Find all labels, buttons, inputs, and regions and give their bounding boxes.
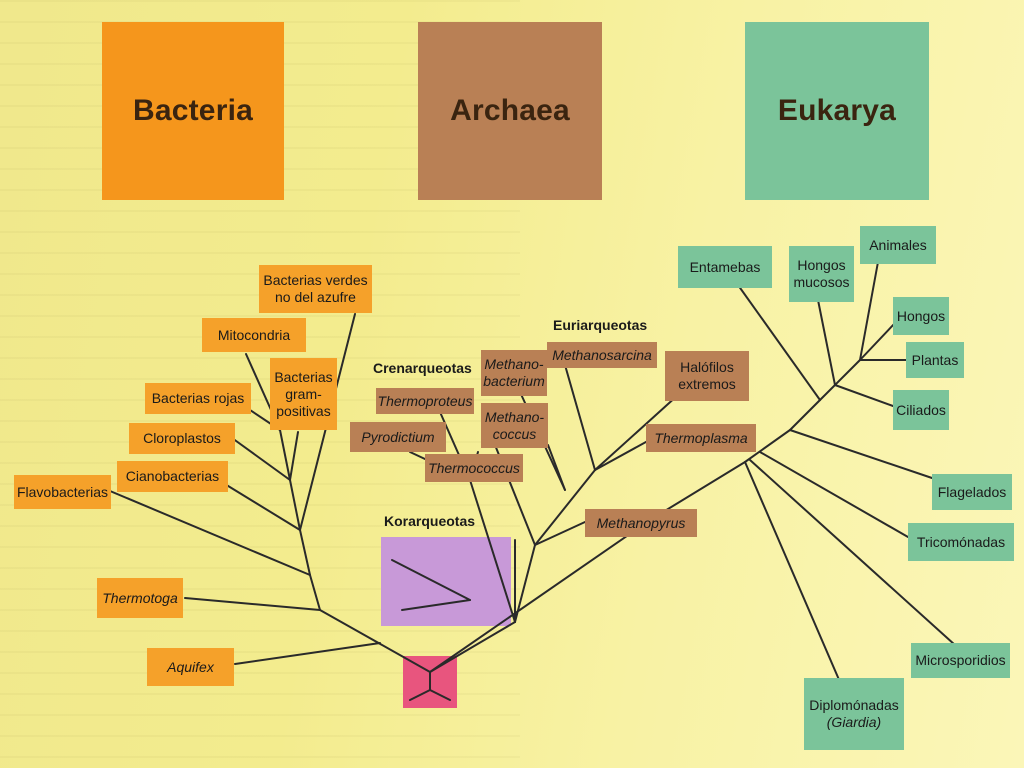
tree-branch [744,461,841,683]
label-tricomonadas: Tricomónadas [908,523,1014,561]
tree-branch [231,437,291,481]
label-methanopyrus: Methanopyrus [585,509,697,537]
label-flagelados: Flagelados [932,474,1012,510]
label-bacterias-rojas: Bacterias rojas [145,383,251,414]
tree-branch [749,459,956,646]
tree-branch [789,399,821,431]
tree-branch [817,299,836,386]
label-bacterias-grampositivas: Bacterias gram- positivas [270,358,337,430]
domain-eukarya-box: Eukarya [745,22,929,200]
tree-branch [744,429,791,463]
tree-branch [834,384,894,407]
label-cloroplastos: Cloroplastos [129,423,235,454]
label-thermotoga: Thermotoga [97,578,183,618]
label-aquifex: Aquifex [147,648,234,686]
label-ciliados: Ciliados [893,390,949,430]
tree-branch [429,621,516,673]
domain-bacteria-box: Bacteria [102,22,284,200]
domain-archaea-box: Archaea [418,22,602,200]
label-animales: Animales [860,226,936,264]
label-cianobacterias: Cianobacterias [117,461,228,492]
tree-branch [564,364,596,471]
label-microsporidios: Microsporidios [911,643,1010,678]
korarqueotas-box [381,537,511,626]
tree-branch [737,284,821,401]
label-methanobacterium: Methano- bacterium [481,350,547,396]
tree-branch [289,431,299,481]
label-hongos: Hongos [893,297,949,335]
tree-branch [429,689,451,701]
tree-branch [514,544,536,623]
tree-branch [279,429,291,481]
label-flavobacterias: Flavobacterias [14,475,111,509]
label-diplomonadas: Diplomónadas (Giardia) [804,678,904,750]
tree-branch [547,444,566,491]
tree-branch [534,521,586,546]
tree-branch [184,597,321,611]
tree-branch [594,394,679,471]
group-korarqueotas: Korarqueotas [384,513,476,529]
tree-branch [859,322,896,361]
tree-branch [409,689,431,701]
label-hongos-mucosos: Hongos mucosos [789,246,854,302]
label-plantas: Plantas [906,342,964,378]
tree-branch [319,609,431,673]
tree-branch [299,529,311,576]
group-euriarqueotas: Euriarqueotas [553,317,648,333]
tree-branch [401,599,471,611]
label-methanosarcina: Methanosarcina [547,342,657,368]
label-bacterias-verdes: Bacterias verdes no del azufre [259,265,372,313]
group-crenarqueotas: Crenarqueotas [373,360,472,376]
label-diplomonadas-name: Diplomónadas [809,697,899,713]
tree-branch [469,479,516,623]
label-mitocondria: Mitocondria [202,318,306,352]
tree-branch [594,436,656,471]
tree-branch [219,480,301,531]
label-giardia: (Giardia) [826,714,882,730]
label-thermococcus: Thermococcus [425,454,523,482]
label-pyrodictium: Pyrodictium [350,422,446,452]
tree-branch [289,479,301,531]
label-thermoplasma: Thermoplasma [646,424,756,452]
tree-branch [109,490,311,576]
label-halofilos-extremos: Halófilos extremos [665,351,749,401]
label-thermoproteus: Thermoproteus [376,388,474,414]
label-entamebas: Entamebas [678,246,772,288]
tree-branch [309,574,321,611]
tree-branch [429,519,651,673]
tree-branch [534,469,596,546]
label-methanococcus: Methano- coccus [481,403,548,448]
tree-branch [759,451,909,538]
tree-branch [859,261,879,361]
tree-branch [234,642,381,665]
tree-branch [391,559,471,601]
tree-branch [819,359,861,401]
tree-branch [789,429,933,479]
